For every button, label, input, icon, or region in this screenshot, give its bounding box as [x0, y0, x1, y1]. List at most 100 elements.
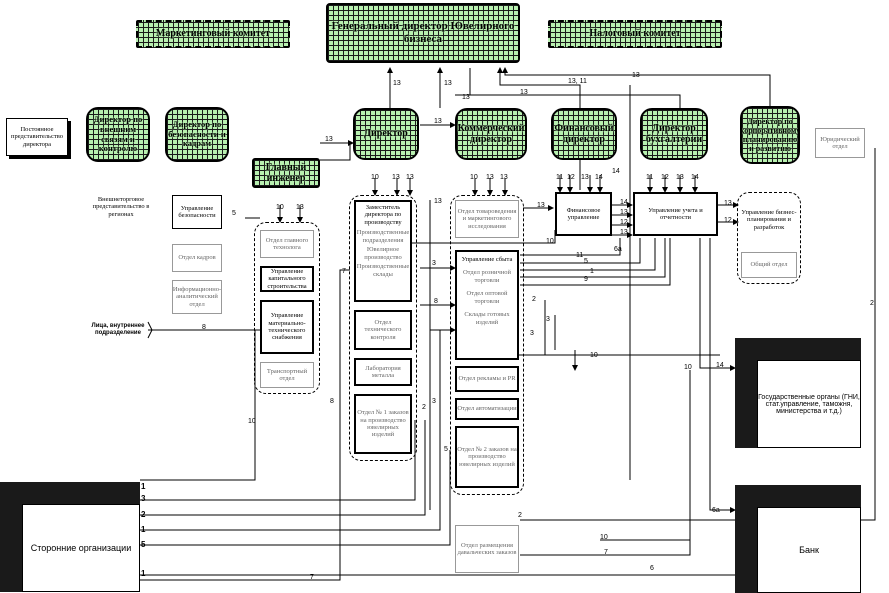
link-label: 13	[434, 118, 442, 125]
finance-director-box: Финансовый директор	[551, 108, 617, 160]
factory1-box: Отдел № 1 заказов на производство ювелир…	[354, 394, 412, 454]
dir-external-box: Директор по внешним связям и контролю	[86, 107, 150, 162]
external-rep-box: Внешнеторговое представительство в регио…	[84, 192, 158, 222]
link-label: 3	[141, 494, 146, 503]
bank-label: Банк	[799, 545, 819, 555]
lab-box: Лаборатория металла	[354, 358, 412, 386]
tech-control-label: Отдел технического контроля	[364, 318, 402, 341]
dir-external-label: Директор по внешним связям и контролю	[93, 113, 143, 154]
link-label: 14	[691, 174, 699, 181]
finance-director-label: Финансовый директор	[554, 122, 614, 146]
link-label: 13	[500, 174, 508, 181]
link-label: 8	[434, 298, 438, 305]
chief-engineer-label: Главный инженер	[265, 161, 307, 185]
chief-technologist-box: Отдел главного технолога	[260, 230, 314, 258]
link-label: 13	[486, 174, 494, 181]
bank-inner: Банк	[757, 507, 861, 593]
link-label: 10	[371, 174, 379, 181]
link-label: 2	[518, 512, 522, 519]
planning-group	[737, 192, 801, 284]
advertising-box: Отдел рекламы и PR	[455, 366, 519, 392]
link-label: 7	[310, 574, 314, 581]
lab-label: Лаборатория металла	[365, 364, 401, 379]
link-label: 11	[576, 252, 584, 259]
sales-item: Отдел розничной торговли	[462, 269, 511, 284]
state-bodies-box: Государственные органы (ГНИ, стат.управл…	[735, 338, 861, 448]
link-label: 13	[520, 89, 528, 96]
info-analytics-box: Информационно-аналитический отдел	[172, 280, 222, 314]
link-label: 8	[330, 398, 334, 405]
link-label: 12	[724, 217, 732, 224]
link-label: 13	[462, 94, 470, 101]
reports-box: Лица, внутреннее подразделение	[90, 318, 146, 342]
link-label: 5	[232, 210, 236, 217]
link-label: 10	[546, 238, 554, 245]
dir-security-label: Директор по безопасности и кадрам	[168, 118, 226, 149]
link-label: 13	[392, 174, 400, 181]
production-item: Производственные склады	[356, 263, 410, 278]
link-label: 3	[530, 330, 534, 337]
transport-label: Транспортный отдел	[266, 367, 308, 382]
link-label: 1	[141, 482, 146, 491]
tax-committee-label: Налоговый комитет	[589, 28, 681, 40]
tech-control-box: Отдел технического контроля	[354, 310, 412, 350]
link-label: 13	[581, 174, 589, 181]
sales-item: Склады готовых изделий	[464, 311, 510, 326]
info-analytics-label: Информационно-аналитический отдел	[172, 285, 222, 308]
production-group	[349, 195, 417, 461]
deputy-production-title: Заместитель директора по производству	[364, 204, 402, 226]
link-label: 7	[342, 268, 346, 275]
legal-dept-label: Юридический отдел	[820, 135, 860, 150]
third-parties-box: Сторонние организации	[0, 482, 140, 592]
state-bodies-label: Государственные органы (ГНИ, стат.управл…	[758, 393, 860, 415]
general-dept-label: Общий отдел	[750, 261, 788, 269]
link-label: 13	[724, 200, 732, 207]
link-label: 13, 11	[568, 78, 587, 85]
link-label: 13	[434, 198, 442, 205]
link-label: 13	[444, 80, 452, 87]
link-label: 1	[141, 569, 146, 578]
link-label: 13	[393, 80, 401, 87]
link-label: 3	[432, 398, 436, 405]
production-item: Ювелирное производство	[364, 246, 402, 261]
accounting-mgmt-label: Управление учета и отчетности	[648, 206, 703, 221]
planning-mgmt-label: Управление бизнес-планирования и разрабо…	[741, 208, 797, 231]
commercial-director-label: Коммерческий директор	[457, 122, 525, 146]
director-label: Директор	[364, 128, 408, 140]
link-label: 11	[646, 174, 654, 181]
deputy-production-box: Заместитель директора по производству Пр…	[354, 200, 412, 302]
ceo-box: Генеральный директор Ювелирного бизнеса	[326, 3, 520, 63]
general-dept-box: Общий отдел	[741, 252, 797, 278]
link-label: 6а	[712, 507, 720, 514]
link-label: 14	[595, 174, 603, 181]
link-label: 1	[141, 525, 146, 534]
marketing-committee-label: Маркетинговый комитет	[155, 28, 271, 40]
link-label: 10	[248, 418, 256, 425]
link-label: 2	[870, 300, 874, 307]
dir-corp-planning-label: Директор по корпоративному планированию …	[740, 116, 800, 154]
link-label: 13	[676, 174, 684, 181]
link-label: 8	[202, 324, 206, 331]
construction-mgmt-label: Управление капитального строительства	[267, 267, 307, 290]
procurement-box: Отдел размещения давальческих заказов	[455, 525, 519, 573]
link-label: 10	[684, 364, 692, 371]
link-label: 1	[590, 268, 594, 275]
security-mgmt-label: Управление безопасности	[178, 204, 216, 219]
link-label: 9	[584, 276, 588, 283]
permanent-deputy-label: Постоянное представительство директора	[10, 125, 63, 148]
automation-box: Отдел автоматизации	[455, 398, 519, 420]
engineering-group	[254, 222, 320, 394]
link-label: 14	[612, 168, 620, 175]
link-label: 10	[590, 352, 598, 359]
link-label: 14	[620, 199, 628, 206]
dir-corp-planning-box: Директор по корпоративному планированию …	[740, 106, 800, 164]
link-label: 6	[650, 565, 654, 572]
link-label: 13	[537, 202, 545, 209]
link-label: 2	[422, 404, 426, 411]
sales-box: Управление сбыта Отдел розничной торговл…	[455, 250, 519, 360]
link-label: 12	[620, 219, 628, 226]
link-label: 11	[556, 174, 564, 181]
link-label: 2	[141, 510, 146, 519]
